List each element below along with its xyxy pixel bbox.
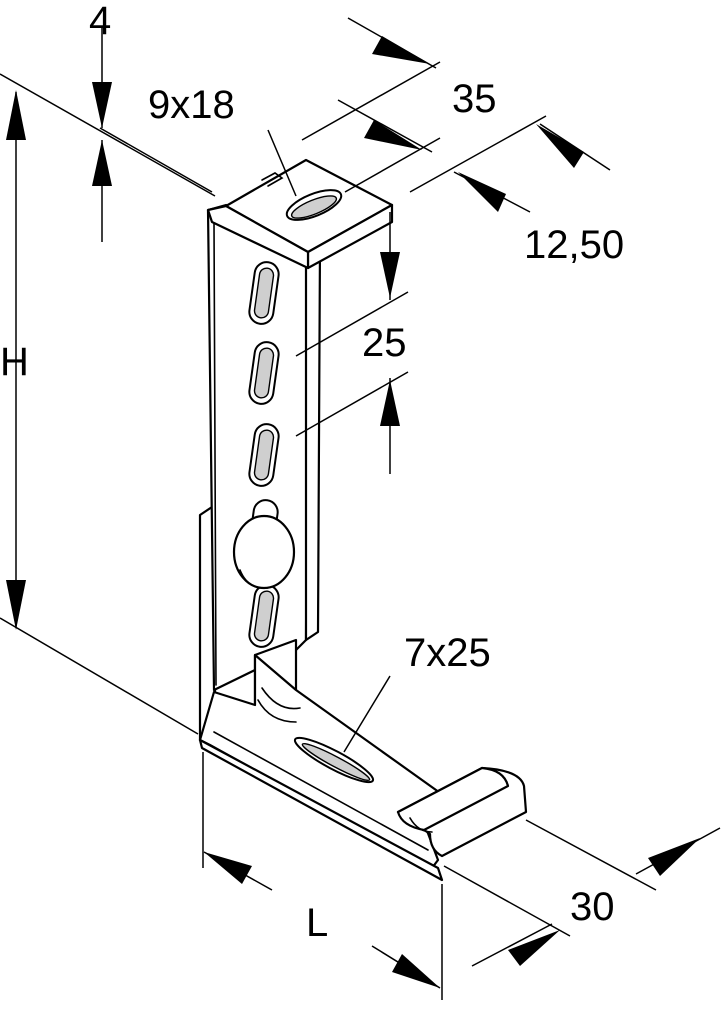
hole-pitch-label: 25	[362, 321, 407, 365]
bolt-head	[232, 514, 296, 590]
thickness-label: 4	[89, 0, 111, 43]
upright-slots	[248, 261, 280, 648]
height-label: H	[0, 340, 29, 384]
top-slot-label: 9x18	[148, 83, 235, 127]
dimension-base-width	[443, 819, 721, 967]
top-slot-leader	[267, 129, 297, 197]
head-width-label: 35	[452, 77, 497, 121]
dimension-head-depth	[409, 115, 611, 213]
base-arm	[198, 653, 528, 882]
base-slot-label: 7x25	[404, 631, 491, 675]
dimension-height	[0, 73, 216, 735]
dimension-head-width	[301, 17, 441, 193]
dimension-hole-pitch	[295, 212, 409, 474]
base-slot-leader	[343, 675, 391, 753]
dimension-thickness	[92, 28, 213, 242]
length-label: L	[306, 901, 328, 945]
dimension-length	[202, 752, 443, 1000]
top-head	[206, 158, 394, 270]
base-width-label: 30	[570, 885, 615, 929]
head-depth-label: 12,50	[524, 223, 624, 267]
